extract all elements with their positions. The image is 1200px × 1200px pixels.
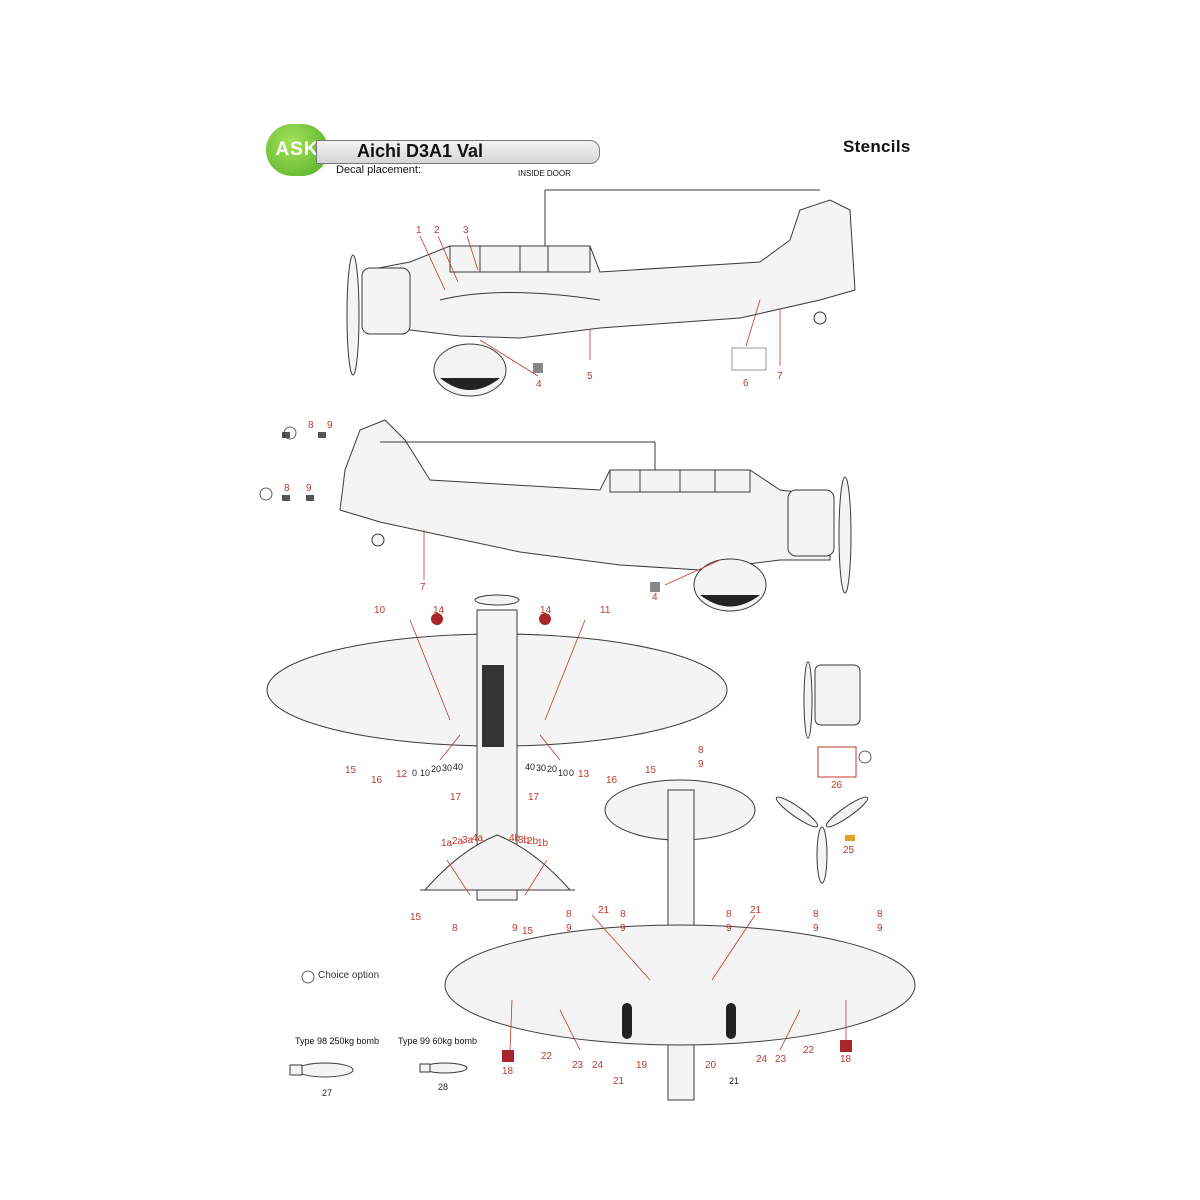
callout-6: 6 [743,378,749,389]
engine-detail: 26 [803,661,872,791]
callout-15-c: 15 [410,912,422,923]
callout-22-a: 22 [541,1051,553,1062]
callout-1: 1 [416,225,422,236]
scale-10-right: 10 [558,768,568,778]
callout-9-g: 9 [726,923,732,934]
side-view-left: 1 2 3 4 5 6 7 [346,189,856,397]
callout-8-g: 8 [726,909,732,920]
callout-7-b: 7 [420,582,426,593]
callout-15-a: 15 [345,765,357,776]
callout-4-b: 4 [652,592,658,603]
callout-23-a: 23 [572,1060,584,1071]
callout-28: 28 [438,1082,448,1092]
scale-40-left: 40 [453,762,463,772]
choice-option-label: Choice option [318,970,380,981]
callout-14-b: 14 [540,605,552,616]
callout-8-e: 8 [452,923,458,934]
callout-10: 10 [374,605,386,616]
callout-18-b: 18 [840,1054,852,1065]
callout-3: 3 [463,225,469,236]
scale-0-left: 0 [412,768,417,778]
callout-17-a: 17 [450,792,462,803]
callout-16-a: 16 [371,775,383,786]
scale-30-left: 30 [442,763,452,773]
callout-9-b: 9 [306,483,312,494]
callout-15-b: 15 [645,765,657,776]
callout-9-a: 9 [327,420,333,431]
callout-12: 12 [396,769,408,780]
callout-18-a: 18 [502,1066,514,1077]
callout-8-a: 8 [308,420,314,431]
callout-26: 26 [831,780,843,791]
tab-1b: 1b [537,838,549,849]
callout-14-a: 14 [433,605,445,616]
callout-8-d: 8 [566,909,572,920]
callout-24-a: 24 [592,1060,604,1071]
tab-2b: 2b [527,836,539,847]
callout-24-b: 24 [756,1054,768,1065]
header: ASK Aichi D3A1 Val Decal placement: INSI… [266,124,946,194]
tab-1a: 1a [441,838,453,849]
callout-9-e: 9 [512,923,518,934]
inside-door-label: INSIDE DOOR [518,169,571,178]
callout-21-a: 21 [598,905,610,916]
callout-8-b: 8 [284,483,290,494]
scale-30-right: 30 [536,763,546,773]
callout-7: 7 [777,371,783,382]
section-title: Stencils [843,137,911,156]
side-view-right: 8 9 8 9 4 7 [259,419,852,612]
tab-2a: 2a [452,836,464,847]
callout-15-d: 15 [522,926,534,937]
bomb-60kg: 28 [419,1062,468,1092]
callout-25: 25 [843,845,855,856]
scale-20-left: 20 [431,764,441,774]
callout-9-h: 9 [813,923,819,934]
title-bar: Aichi D3A1 Val [316,140,600,164]
callout-5: 5 [587,371,593,382]
scale-40-right: 40 [525,762,535,772]
tab-4b: 4b [509,833,521,844]
callout-21-d: 21 [729,1076,739,1086]
callout-9-i: 9 [877,923,883,934]
callout-20: 20 [705,1060,717,1071]
bottom-view: 8 9 8 9 8 9 21 21 8 9 8 9 8 9 8 9 18 18 … [444,745,916,1101]
callout-11: 11 [600,605,611,616]
callout-2: 2 [434,225,440,236]
callout-13: 13 [578,769,590,780]
callout-8-h: 8 [813,909,819,920]
callout-23-b: 23 [775,1054,787,1065]
bomb-60kg-label: Type 99 60kg bomb [398,1036,478,1046]
callout-8-f: 8 [620,909,626,920]
callout-9-f: 9 [620,923,626,934]
callout-9-c: 9 [698,759,704,770]
logo-text: ASK [275,139,319,160]
tab-3a: 3a [462,835,474,846]
callout-19: 19 [636,1060,648,1071]
callout-27: 27 [322,1088,332,1098]
callout-9-d: 9 [566,923,572,934]
top-view-wing: 10 11 14 14 15 15 16 16 12 13 17 17 15 1… [266,594,728,937]
callout-8-c: 8 [698,745,704,756]
callout-22-b: 22 [803,1045,815,1056]
callout-21-b: 21 [750,905,762,916]
scale-20-right: 20 [547,764,557,774]
callout-4: 4 [536,379,542,390]
page-title: Aichi D3A1 Val [357,141,484,161]
tab-4a: 4a [472,833,484,844]
callout-8-i: 8 [877,909,883,920]
callout-16-b: 16 [606,775,618,786]
propeller-detail: 25 [775,796,869,884]
scale-10-left: 10 [420,768,430,778]
choice-option-icon [301,970,315,984]
decal-placement-label: Decal placement: [336,164,421,176]
tab-3b: 3b [518,835,530,846]
callout-17-b: 17 [528,792,540,803]
bomb-250kg: 27 [289,1062,354,1098]
scale-0-right: 0 [569,768,574,778]
bomb-250kg-label: Type 98 250kg bomb [295,1036,380,1046]
callout-21-c: 21 [613,1076,625,1087]
